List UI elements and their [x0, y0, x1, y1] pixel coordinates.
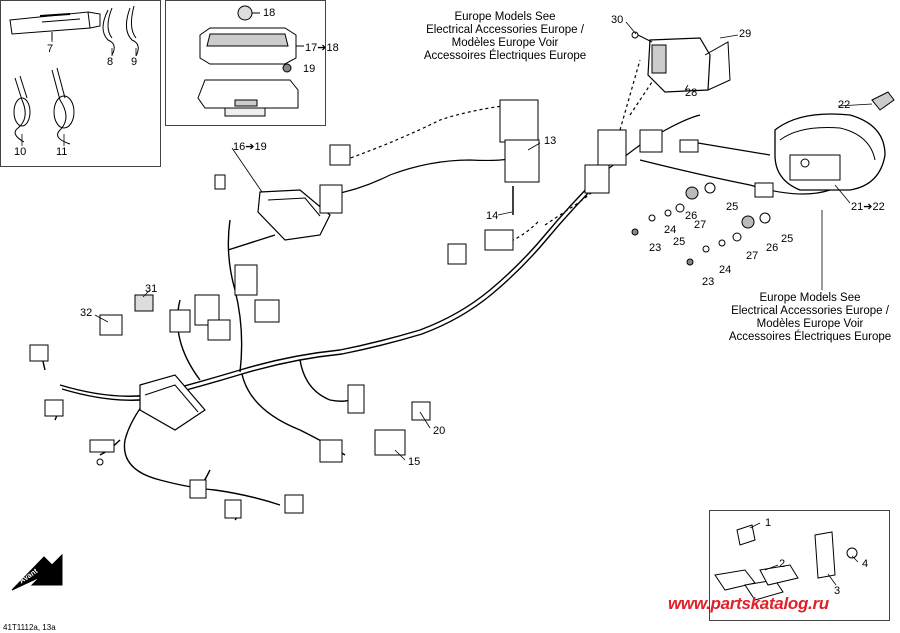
callout-21-22: 21➔22 — [851, 201, 885, 213]
module-assembly — [257, 189, 331, 241]
washer-row-1 — [631, 182, 716, 236]
note-top: Europe Models See Electrical Accessories… — [405, 11, 605, 63]
callout-25b: 25 — [673, 236, 686, 248]
callout-15: 15 — [408, 456, 421, 468]
callout-27b: 27 — [746, 250, 759, 262]
callout-30: 30 — [611, 14, 624, 26]
inset-box-module — [165, 0, 326, 126]
watermark: www.partskatalog.ru — [668, 594, 829, 613]
clip-items — [714, 524, 858, 601]
gauge-cluster — [754, 113, 886, 198]
cable-tie-large — [13, 67, 75, 145]
callout-26b: 26 — [766, 242, 779, 254]
module-cover — [199, 27, 304, 65]
inset-box-clips — [709, 510, 890, 621]
bulb — [871, 91, 895, 111]
relay-block — [631, 31, 731, 93]
module-body — [197, 63, 299, 117]
callout-11: 11 — [56, 146, 68, 158]
callout-26a: 26 — [685, 210, 698, 222]
callout-19: 19 — [303, 63, 316, 75]
cable-tie-small — [102, 5, 139, 57]
callout-1: 1 — [765, 517, 772, 529]
callout-9: 9 — [131, 56, 138, 68]
callout-2: 2 — [779, 558, 786, 570]
reference-code: 41T1112a, 13a — [3, 623, 56, 632]
callout-17-18: 17➔18 — [305, 42, 339, 54]
callout-24a: 24 — [664, 224, 677, 236]
callout-28: 28 — [685, 87, 698, 99]
module-cap — [237, 5, 260, 21]
callout-29: 29 — [739, 28, 752, 40]
callout-25c: 25 — [781, 233, 794, 245]
tube-item — [9, 11, 101, 40]
connector-cluster — [169, 264, 280, 341]
callout-32: 32 — [80, 307, 93, 319]
note-top-line-3: Modèles Europe Voir — [451, 37, 559, 49]
callout-3: 3 — [834, 585, 841, 597]
note-right-line-3: Modèles Europe Voir — [756, 318, 864, 330]
note-top-line-4: Accessoires Électriques Europe — [423, 50, 587, 62]
note-right-line-4: Accessoires Électriques Europe — [728, 331, 892, 343]
front-badge-shape — [11, 553, 63, 591]
control-box — [139, 374, 206, 431]
callout-23a: 23 — [649, 242, 662, 254]
inset-box-ties — [0, 0, 161, 167]
callout-14: 14 — [486, 210, 499, 222]
callout-7: 7 — [47, 43, 54, 55]
callout-13: 13 — [544, 135, 557, 147]
note-top-line-2: Electrical Accessories Europe / — [426, 24, 584, 36]
callout-16-19: 16➔19 — [233, 141, 267, 153]
callout-10: 10 — [14, 146, 27, 158]
upper-harness — [329, 59, 831, 246]
note-right-line-2: Electrical Accessories Europe / — [731, 305, 889, 317]
relay-group — [584, 129, 699, 194]
items-31-32 — [99, 294, 154, 336]
callout-23b: 23 — [702, 276, 715, 288]
callout-4: 4 — [862, 558, 869, 570]
lower-connectors — [319, 229, 514, 463]
callout-8: 8 — [107, 56, 114, 68]
washer-row-2 — [686, 212, 771, 266]
callout-22: 22 — [838, 99, 851, 111]
note-right-line-1: Europe Models See — [759, 292, 861, 304]
note-top-line-1: Europe Models See — [454, 11, 556, 23]
callout-20: 20 — [433, 425, 446, 437]
callout-24b: 24 — [719, 264, 732, 276]
callout-18: 18 — [263, 7, 276, 19]
note-right: Europe Models See Electrical Accessories… — [712, 292, 900, 344]
callout-27a: 27 — [694, 219, 707, 231]
callout-31: 31 — [145, 283, 158, 295]
callout-25a: 25 — [726, 201, 739, 213]
leader-lines — [21, 21, 873, 586]
